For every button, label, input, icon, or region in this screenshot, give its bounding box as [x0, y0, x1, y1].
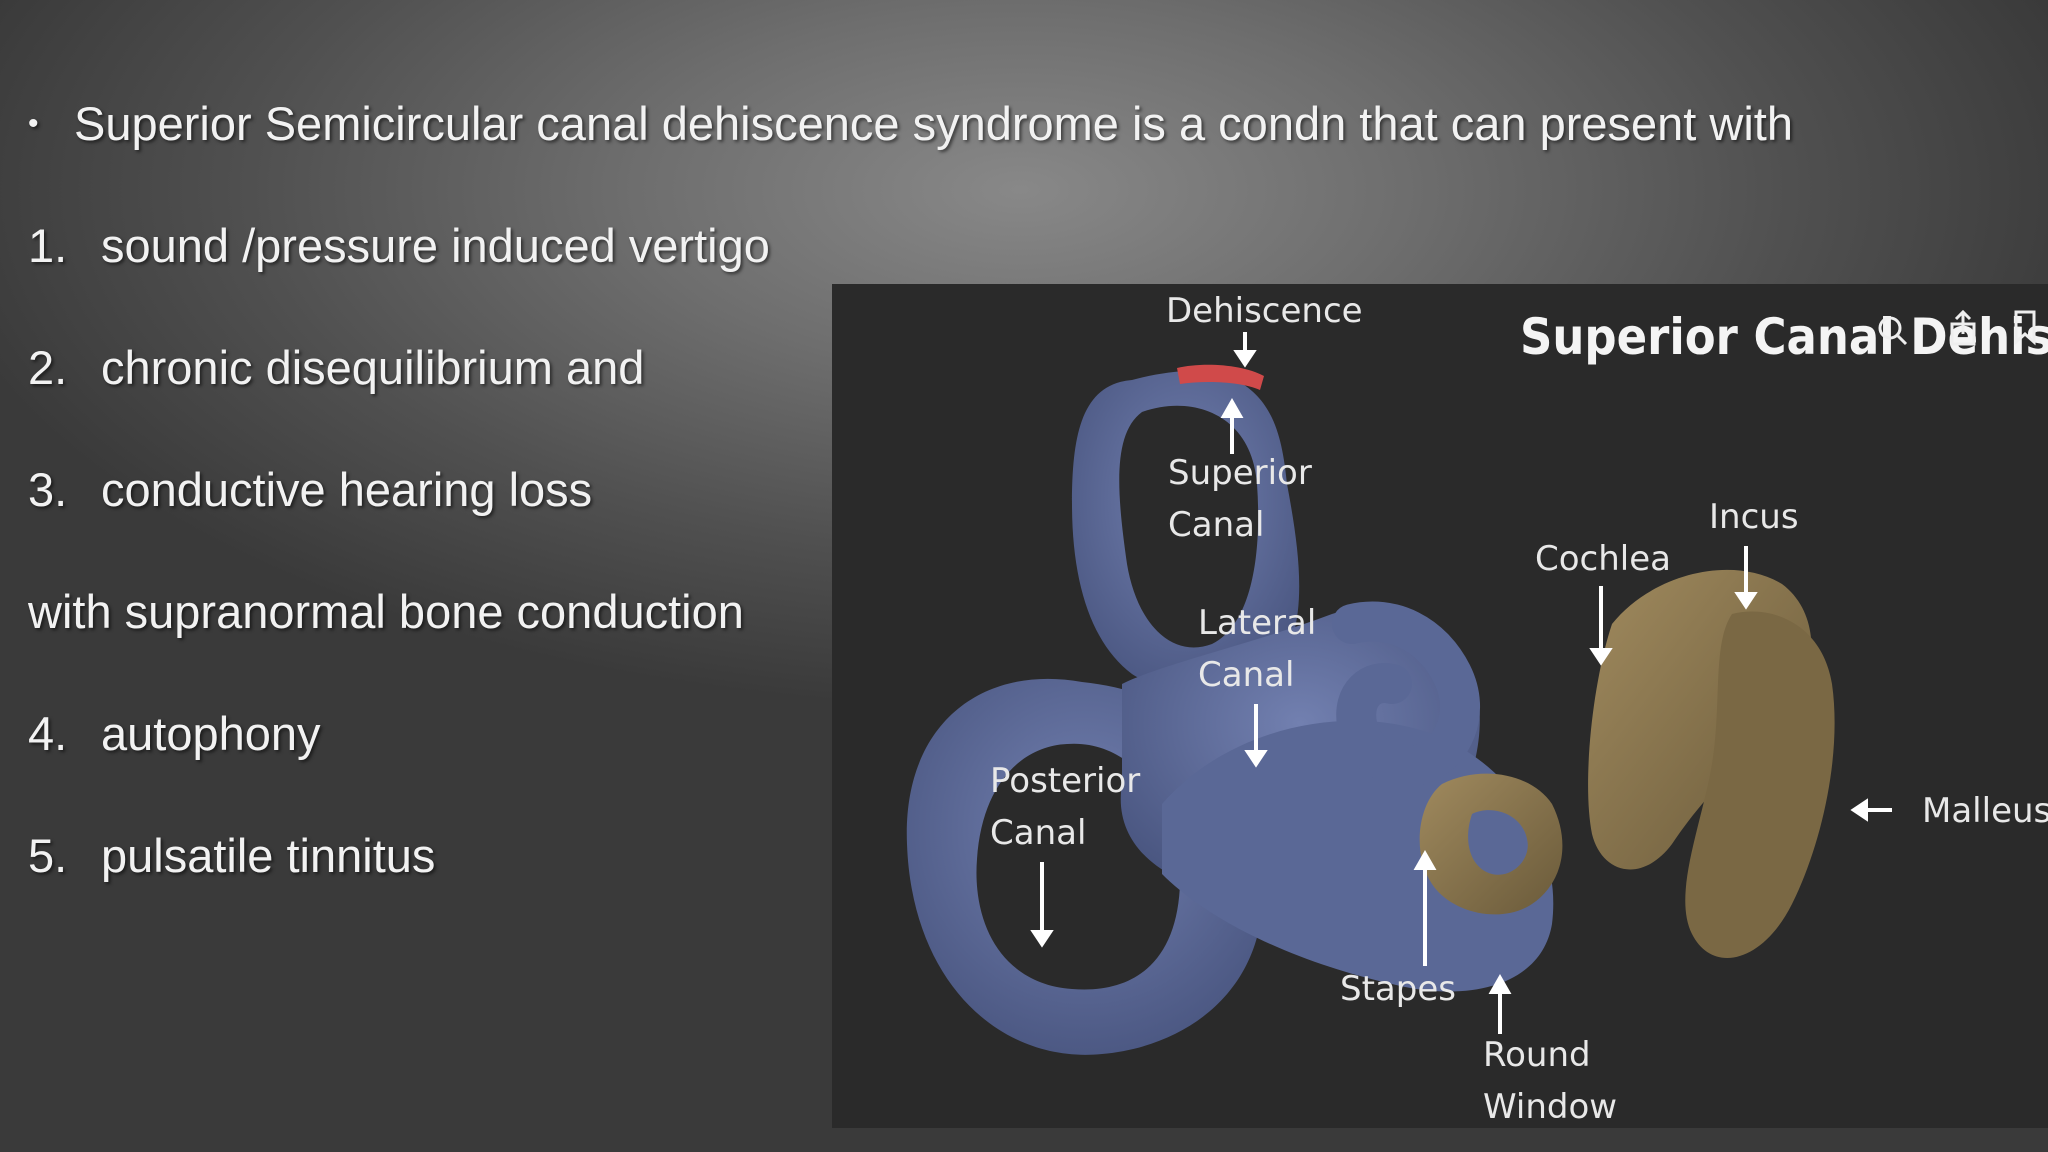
bookmark-icon[interactable] [2014, 310, 2036, 346]
inner-ear-diagram: Superior Canal Dehiscence [906, 291, 2048, 1127]
list-item-note: with supranormal bone conduction [28, 584, 744, 639]
stapes-shape [1419, 773, 1563, 915]
label-incus: Incus [1709, 497, 1799, 537]
bullet-text: Superior Semicircular canal dehiscence s… [74, 97, 1793, 150]
list-item: 1. sound /pressure induced vertigo [28, 218, 770, 273]
list-item-text: with supranormal bone conduction [28, 585, 744, 638]
superior-canal-shape [1072, 370, 1300, 695]
label-malleus: Malleus [1922, 791, 2048, 831]
label-lateral-canal-2: Canal [1198, 655, 1294, 695]
bullet-dot-icon: • [28, 106, 39, 140]
list-item-number: 5. [28, 829, 68, 882]
list-item-number: 4. [28, 707, 68, 760]
label-posterior-canal-2: Canal [990, 813, 1086, 853]
label-superior-canal-1: Superior [1168, 453, 1312, 493]
list-item-number: 2. [28, 341, 68, 394]
list-item-text: conductive hearing loss [101, 463, 593, 516]
list-item-text: autophony [101, 707, 321, 760]
malleus-shape [1685, 611, 1835, 958]
list-item: 2. chronic disequilibrium and [28, 340, 644, 395]
list-item-text: chronic disequilibrium and [101, 341, 645, 394]
list-item-text: sound /pressure induced vertigo [101, 219, 770, 272]
figure-title: Superior Canal Dehiscence [1520, 308, 2048, 366]
label-stapes: Stapes [1340, 969, 1456, 1009]
label-dehiscence: Dehiscence [1166, 291, 1363, 331]
list-item-text: pulsatile tinnitus [101, 829, 436, 882]
share-icon[interactable] [1950, 309, 1976, 346]
lens-icon[interactable] [1878, 316, 1908, 346]
list-item: 3. conductive hearing loss [28, 462, 592, 517]
list-item: 4. autophony [28, 706, 321, 761]
dehiscence-region [1177, 364, 1264, 390]
list-item-number: 1. [28, 219, 68, 272]
label-round-window-2: Window [1483, 1087, 1617, 1127]
label-posterior-canal-1: Posterior [990, 761, 1140, 801]
label-round-window-1: Round [1483, 1035, 1591, 1075]
label-lateral-canal-1: Lateral [1198, 603, 1316, 643]
inner-ear-figure: Superior Canal Dehiscence [832, 284, 2048, 1128]
label-cochlea: Cochlea [1535, 539, 1671, 579]
cochlea-shape [1332, 601, 1480, 787]
label-arrows [1030, 332, 1892, 1034]
label-superior-canal-2: Canal [1168, 505, 1264, 545]
bullet-heading: • Superior Semicircular canal dehiscence … [28, 96, 1793, 151]
list-item-number: 3. [28, 463, 68, 516]
list-item: 5. pulsatile tinnitus [28, 828, 435, 883]
